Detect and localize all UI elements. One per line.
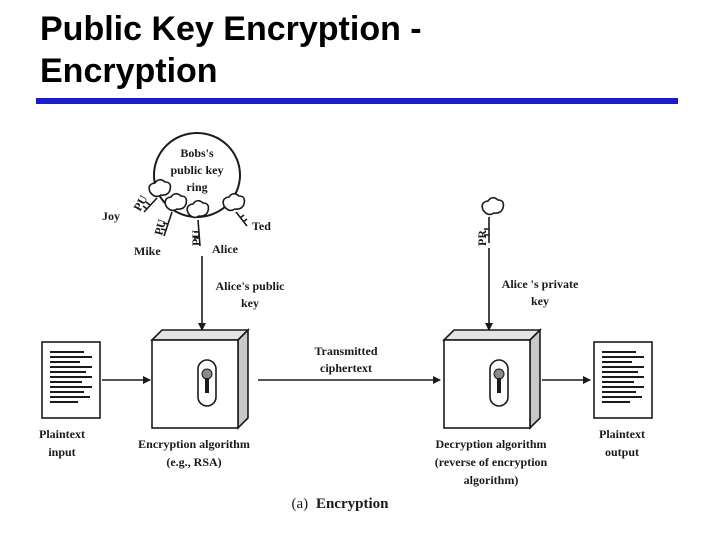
key-icon [222,192,248,227]
title-rule [36,98,678,104]
document-icon [41,341,101,419]
key-tag-private: PR [475,230,489,246]
plaintext-input-label-1: Plaintext [39,427,85,441]
encryption-algorithm-label-1: Encryption algorithm [138,437,250,451]
alice-private-key-label-2: key [531,294,549,308]
key-owner-ted: Ted [252,219,271,233]
decryption-algorithm-label-2: (reverse of encryption [435,455,548,469]
plaintext-output-label-1: Plaintext [599,427,645,441]
encryption-algorithm-box [150,328,250,430]
key-owner-joy: Joy [102,209,120,223]
key-owner-alice: Alice [212,242,239,256]
transmitted-label-1: Transmitted [314,344,377,358]
transmitted-label-2: ciphertext [320,361,372,375]
key-icon [160,192,188,237]
key-tag-joy: PU [130,192,150,213]
decryption-algorithm-label-1: Decryption algorithm [436,437,547,451]
key-ring-label-line3: ring [186,180,207,194]
alice-private-key-label-1: Alice 's private [502,277,579,291]
plaintext-output-label-2: output [605,445,639,459]
key-icon [481,196,505,216]
keyhole-icon [489,359,509,407]
alice-public-key-label-2: key [241,296,259,310]
private-key: PR [475,196,505,246]
public-key-ring: Bobs's public key ring PU PU PU Joy Mike… [102,132,271,258]
alice-public-key-label-1: Alice's public [215,279,285,293]
slide-title-line2: Encryption [40,52,218,90]
encryption-algorithm-label-2: (e.g., RSA) [166,455,221,469]
key-owner-mike: Mike [134,244,161,258]
slide-title: Public Key Encryption - Encryption [40,8,700,92]
key-icon [186,199,210,247]
caption-main: Encryption [316,496,389,512]
document-icon [593,341,653,419]
decryption-algorithm-label-3: algorithm) [464,473,519,487]
key-tag-alice: PU [189,230,203,246]
caption-prefix: (a) [292,496,309,512]
key-tag-mike: PU [151,217,169,236]
key-ring-label-line2: public key [170,163,223,177]
plaintext-input-label-2: input [48,445,75,459]
diagram-caption: (a) Encryption [292,496,390,512]
decryption-algorithm-box [442,328,542,430]
keyhole-icon [197,359,217,407]
slide-title-line1: Public Key Encryption - [40,10,422,48]
key-ring-label-line1: Bobs's [180,146,214,160]
key-icon [142,178,172,213]
